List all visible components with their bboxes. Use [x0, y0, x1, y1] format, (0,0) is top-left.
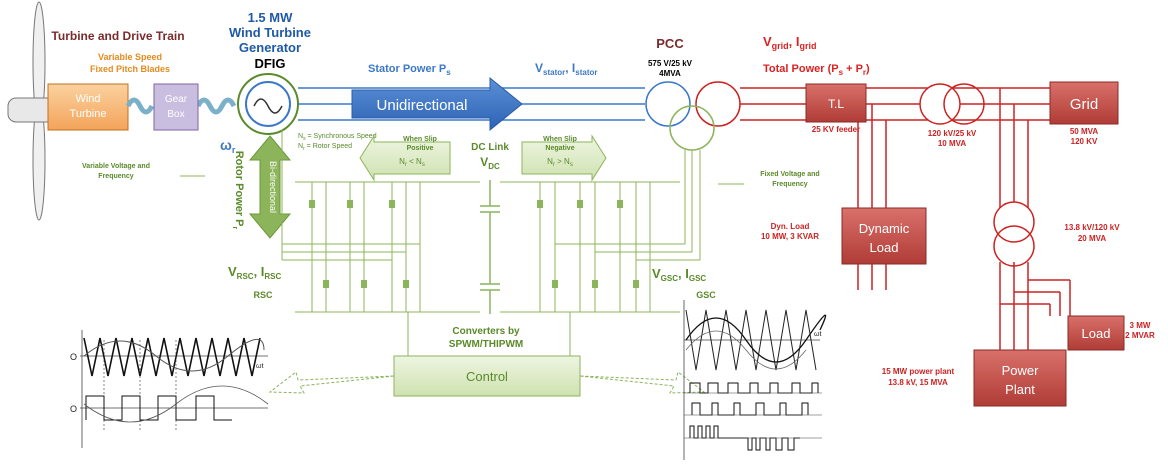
slip-negative-arrow	[521, 134, 607, 182]
slip-negative-label-1: When Slip	[543, 136, 577, 143]
fixed-pitch-label: Fixed Pitch Blades	[90, 64, 170, 74]
turbine-blades-icon	[7, 1, 65, 221]
gsc-label: GSC	[696, 290, 716, 300]
tl-label: T.L	[828, 97, 844, 111]
control-label: Control	[466, 369, 508, 384]
total-power-label: Total Power (Ps + Pr)	[763, 63, 870, 77]
dc-link-capacitors-icon	[480, 180, 500, 314]
grid-lines	[740, 87, 1071, 350]
gear-box	[153, 83, 199, 131]
control-box	[393, 355, 581, 397]
v-grid-label: Vgrid, Igrid	[763, 34, 817, 51]
load-rating-1: 3 MW	[1130, 321, 1151, 330]
omega-r-label: ωr	[220, 137, 236, 155]
fixed-voltage-label-1: Fixed Voltage and	[760, 171, 819, 178]
dyn-load-rating-2: 10 MW, 3 KVAR	[761, 232, 819, 241]
igbt-switches-icon	[309, 200, 639, 288]
power-plant-rating-2: 13.8 kV, 15 MVA	[888, 378, 948, 387]
grid-label: Grid	[1070, 96, 1098, 113]
pcc-label: PCC	[656, 36, 684, 51]
control-lines	[407, 312, 571, 358]
dc-link-label: DC Link	[471, 142, 509, 153]
load-label: Load	[1082, 326, 1111, 341]
unidirectional-arrow	[351, 76, 523, 132]
pcc-rating-2: 4MVA	[659, 69, 681, 78]
shaft-coupling-icon	[125, 97, 237, 115]
wind-turbine-box	[47, 83, 129, 131]
slip-negative-label-2: Negative	[545, 145, 574, 152]
power-plant-label-1: Power	[1002, 363, 1040, 378]
wt-generator: Generator	[239, 40, 301, 55]
tr1-rating-1: 120 kV/25 kV	[928, 129, 977, 138]
v-gsc-label: VGSC, IGSC	[652, 266, 706, 283]
pcc-rating-1: 575 V/25 kV	[648, 59, 693, 68]
gear-box-label-2: Box	[167, 109, 184, 120]
slip-positive-label-1: When Slip	[403, 136, 437, 143]
slip-positive-label-2: Positive	[407, 145, 434, 152]
tr1-rating-2: 10 MVA	[938, 139, 967, 148]
grid-rating-1: 50 MVA	[1070, 127, 1099, 136]
bidirectional-arrow	[248, 135, 292, 239]
slip-negative-condition: Nr > Ns	[547, 157, 573, 168]
left-wt-label: ωt	[256, 363, 263, 370]
vdc-label: VDC	[480, 155, 500, 171]
unidirectional-label: Unidirectional	[377, 97, 468, 114]
power-plant-label-2: Plant	[1005, 382, 1035, 397]
right-waveform-plot: ωt	[683, 300, 827, 460]
dynamic-load-label-1: Dynamic	[859, 221, 910, 236]
wind-turbine-box-label-1: Wind	[75, 93, 100, 105]
control-arrow-left	[268, 371, 395, 394]
transmission-line-box	[805, 83, 867, 123]
dynamic-load-label-2: Load	[870, 240, 899, 255]
variable-speed-label: Variable Speed	[98, 52, 162, 62]
slip-positive-condition: Nr < Ns	[399, 157, 425, 168]
ns-label: Ns = Synchronous Speed	[298, 133, 377, 142]
pcc-transformer-icon	[645, 81, 741, 151]
converters-label-2: SPWM/THIPWM	[449, 339, 523, 350]
power-plant-rating-1: 15 MW power plant	[882, 367, 955, 376]
slip-positive-arrow	[359, 134, 451, 182]
tr2-rating-1: 13.8 kV/120 kV	[1064, 223, 1120, 232]
wt-title: Wind Turbine	[229, 25, 311, 40]
wind-turbine-box-label-2: Turbine	[70, 108, 107, 120]
v-stator-label: Vstator, Istator	[535, 61, 598, 77]
rotor-power-label: Rotor Power Pr	[231, 151, 245, 230]
generator-icon	[237, 73, 299, 135]
left-axis-origin-2: O	[70, 404, 77, 414]
rsc-bridge	[281, 130, 480, 313]
grid-rating-2: 120 KV	[1071, 137, 1098, 146]
load-rating-2: 2 MVAR	[1125, 331, 1155, 340]
dynamic-load-box	[841, 207, 927, 265]
nr-label: Nr = Rotor Speed	[298, 143, 352, 152]
variable-voltage-label-1: Variable Voltage and	[82, 163, 150, 170]
power-plant-box	[973, 349, 1067, 407]
left-waveform-plot: O O ωt	[70, 330, 269, 448]
fixed-voltage-label-2: Frequency	[772, 181, 808, 188]
transformer-120-25-icon	[919, 83, 985, 125]
dyn-load-rating-1: Dyn. Load	[771, 222, 810, 231]
right-wt-label: ωt	[814, 331, 821, 338]
turbine-drive-train-title: Turbine and Drive Train	[51, 29, 184, 43]
tr2-rating-2: 20 MVA	[1078, 234, 1107, 243]
rsc-label: RSC	[253, 290, 273, 300]
load-box	[1067, 315, 1125, 351]
grid-box	[1049, 81, 1119, 125]
dfig-label: DFIG	[254, 56, 285, 71]
converters-label-1: Converters by	[452, 326, 520, 337]
wt-rating: 1.5 MW	[248, 10, 294, 25]
bidirectional-label: Bi-directional	[268, 161, 278, 213]
left-axis-origin-1: O	[70, 352, 77, 362]
feeder-label: 25 KV feeder	[812, 125, 860, 134]
v-rsc-label: VRSC, IRSC	[228, 264, 282, 281]
stator-power-label: Stator Power Ps	[368, 63, 451, 77]
variable-voltage-label-2: Frequency	[98, 173, 134, 180]
transformer-13-8-120-icon	[993, 201, 1035, 267]
control-arrow-right	[579, 371, 706, 394]
gear-box-label-1: Gear	[165, 94, 188, 105]
